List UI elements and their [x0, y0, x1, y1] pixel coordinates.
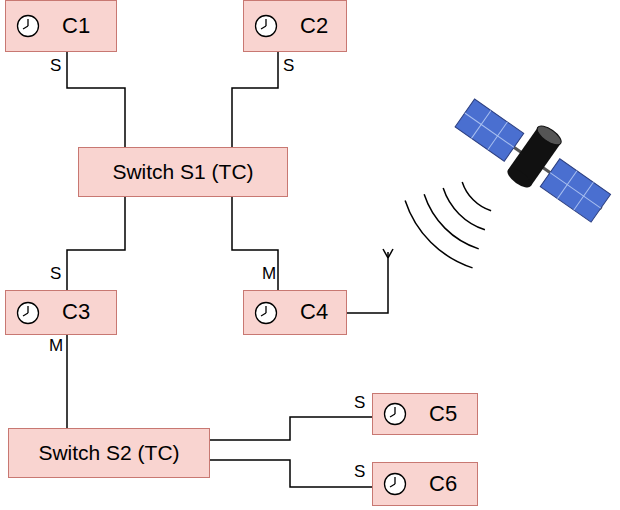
- clock-node-box: C3: [5, 290, 117, 335]
- clock-node-box: C2: [243, 0, 347, 52]
- clock-node-box: C1: [5, 0, 117, 52]
- port-state-label: S: [50, 265, 61, 284]
- switch-box: Switch S1 (TC): [78, 147, 288, 197]
- radio-wave: [405, 200, 472, 267]
- port-state-label: S: [354, 463, 365, 482]
- network-link: [210, 417, 372, 440]
- port-state-label: M: [262, 265, 276, 284]
- solar-panel: [455, 99, 524, 161]
- network-link: [67, 52, 125, 147]
- network-link: [66, 335, 68, 428]
- clock-icon: [254, 14, 278, 38]
- switch-box: Switch S2 (TC): [8, 428, 210, 478]
- solar-panel: [540, 159, 610, 222]
- port-state-label: M: [49, 337, 63, 356]
- clock-name: C2: [300, 14, 328, 38]
- clock-name: C4: [300, 300, 328, 324]
- clock-icon: [16, 301, 40, 325]
- port-state-label: S: [283, 57, 294, 76]
- port-state-label: S: [50, 57, 61, 76]
- clock-icon: [383, 472, 407, 496]
- clock-node-box: C6: [372, 462, 478, 506]
- clock-icon: [16, 14, 40, 38]
- clock-name: C1: [62, 14, 90, 38]
- switch-name: Switch S2 (TC): [38, 441, 179, 464]
- port-state-label: S: [354, 394, 365, 413]
- switch-name: Switch S1 (TC): [112, 160, 253, 183]
- clock-node-box: C4: [243, 290, 347, 335]
- clock-name: C6: [429, 472, 457, 496]
- clock-icon: [383, 402, 407, 426]
- radio-waves: [405, 182, 491, 268]
- clock-icon: [254, 301, 278, 325]
- satellite-illustration: [449, 83, 620, 231]
- radio-wave: [462, 182, 491, 211]
- radio-wave: [424, 194, 479, 249]
- network-link: [232, 52, 278, 147]
- radio-wave: [443, 188, 485, 230]
- clock-name: C3: [62, 300, 90, 324]
- network-link: [67, 197, 125, 290]
- satellite-body: [504, 122, 564, 190]
- clock-node-box: C5: [372, 393, 478, 435]
- clock-name: C5: [429, 402, 457, 426]
- network-link: [232, 197, 278, 290]
- antenna-symbol: [347, 249, 393, 313]
- network-link: [210, 460, 372, 487]
